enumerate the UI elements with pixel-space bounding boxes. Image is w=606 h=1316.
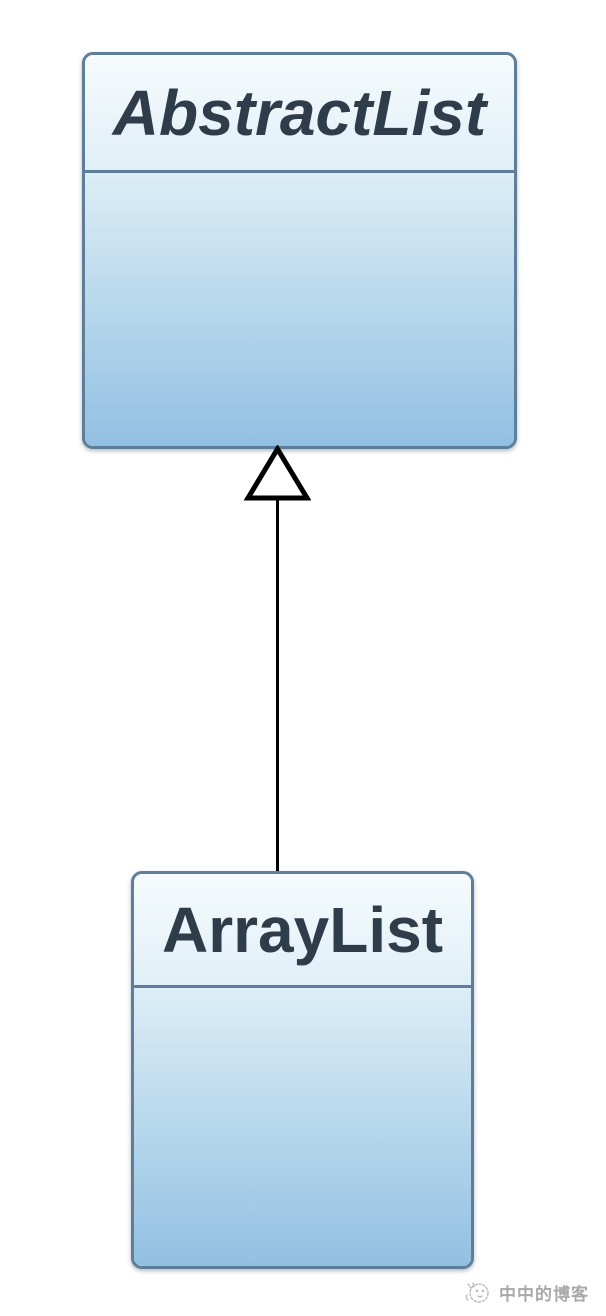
inheritance-triangle-icon xyxy=(244,445,311,501)
watermark: 中中的博客 xyxy=(464,1279,589,1305)
class-name-arraylist: ArrayList xyxy=(162,893,443,966)
cat-face-icon xyxy=(465,1282,489,1303)
class-box-abstractlist: AbstractList xyxy=(82,52,517,449)
class-box-arraylist: ArrayList xyxy=(131,871,474,1269)
inheritance-line xyxy=(276,499,279,872)
class-header-abstractlist: AbstractList xyxy=(85,55,514,173)
class-header-arraylist: ArrayList xyxy=(134,874,471,988)
class-body-arraylist xyxy=(134,988,471,1266)
class-name-abstractlist: AbstractList xyxy=(112,76,487,149)
class-body-abstractlist xyxy=(85,173,514,446)
watermark-text: 中中的博客 xyxy=(499,1284,589,1304)
